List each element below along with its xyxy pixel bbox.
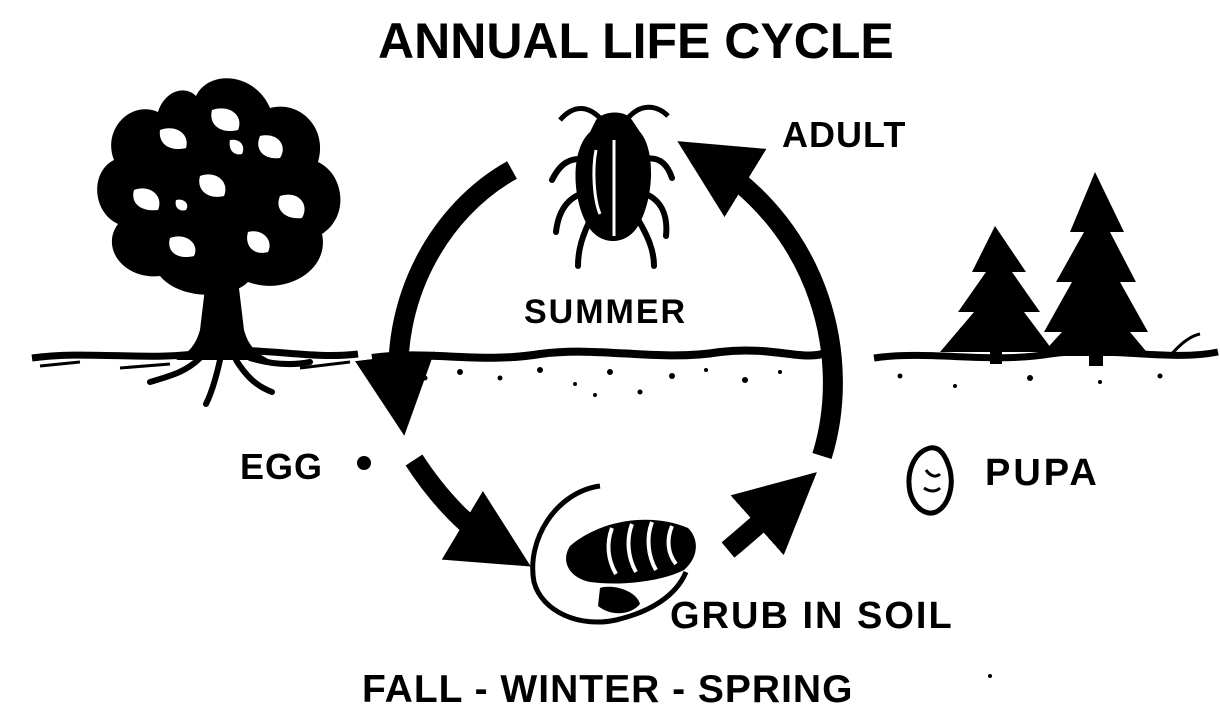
egg-dot-icon	[357, 456, 371, 470]
cycle-arrow-egg-to-grub	[414, 460, 500, 548]
summer-label: SUMMER	[524, 293, 687, 332]
cycle-arrow-pupa-to-adult	[708, 160, 833, 456]
evergreen-trees-icon	[940, 172, 1200, 366]
adult-label: ADULT	[782, 114, 906, 156]
ground-line-right	[874, 352, 1218, 388]
grub-label: GRUB IN SOIL	[670, 595, 954, 638]
cycle-arrow-grub-to-pupa	[728, 496, 790, 550]
pupa-icon	[909, 448, 951, 513]
ground-line-center	[372, 350, 822, 397]
season-label: FALL - WINTER - SPRING	[362, 668, 853, 712]
speck-mark	[988, 674, 992, 678]
cycle-arrow-adult-to-egg	[398, 170, 512, 400]
diagram-title: ANNUAL LIFE CYCLE	[378, 12, 894, 70]
pupa-label: PUPA	[985, 452, 1100, 495]
egg-label: EGG	[240, 446, 323, 488]
adult-beetle-icon	[552, 107, 672, 266]
